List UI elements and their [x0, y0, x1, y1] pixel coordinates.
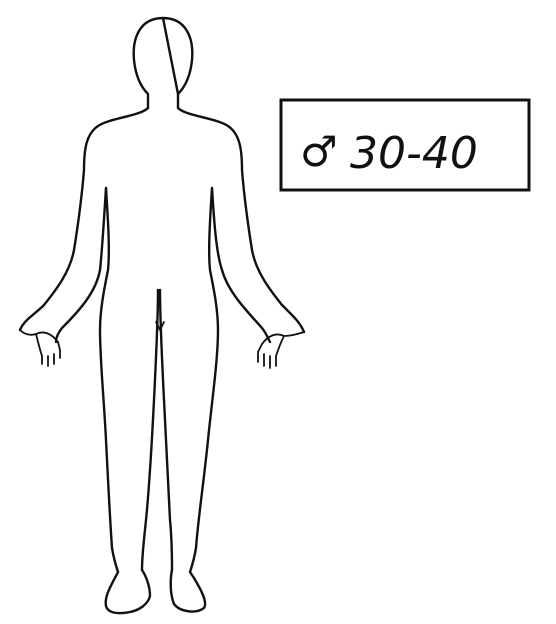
left-inner-arm — [56, 188, 106, 342]
right-foot — [171, 570, 205, 611]
right-inner-arm — [212, 188, 270, 342]
right-hip-outline — [190, 188, 218, 572]
male-symbol-icon: ♂ — [300, 127, 338, 176]
left-torso-outline — [20, 108, 148, 330]
age-range-text: 30-40 — [350, 128, 478, 179]
head-outline — [134, 18, 193, 108]
right-inner-leg — [160, 290, 172, 570]
left-foot — [106, 570, 150, 613]
left-inner-leg — [142, 290, 158, 570]
right-hand — [258, 332, 304, 368]
age-sex-label: ♂ 30-40 — [281, 100, 529, 190]
human-body-outline-icon — [20, 18, 304, 613]
left-hand — [20, 330, 60, 366]
